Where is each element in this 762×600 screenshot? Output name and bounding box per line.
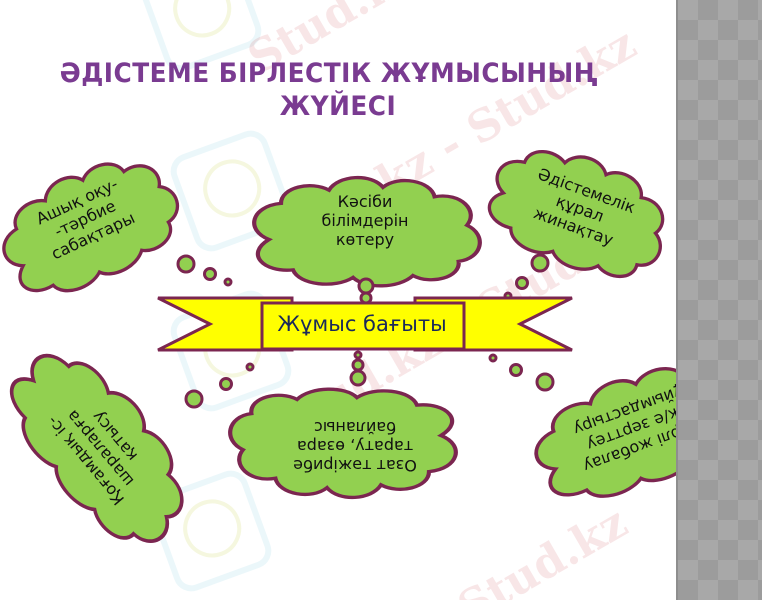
slide: Stud.kz - Stud.kz Stud.kz Stud.kz - Stud… xyxy=(0,0,676,600)
cloud-text-top-center: Кәсіби білімдерін көтеру xyxy=(321,192,409,249)
ribbon-banner xyxy=(157,296,573,352)
center-banner-label: Жұмыс бағыты xyxy=(277,312,447,336)
title-line-2: ЖҮЙЕСІ xyxy=(279,91,397,122)
mind-map-diagram xyxy=(0,129,676,568)
title-line-1: ӘДІСТЕМЕ БІРЛЕСТІК ЖҰМЫСЫНЫҢ xyxy=(59,58,598,89)
slide-title: ӘДІСТЕМЕ БІРЛЕСТІК ЖҰМЫСЫНЫҢ ЖҮЙЕСІ xyxy=(27,57,649,123)
connector-bubbles xyxy=(176,253,555,409)
cloud-text-bottom-center: Озат тәжірибе тарату, өзара байланыс xyxy=(293,418,417,475)
side-decorative-pattern xyxy=(676,0,762,600)
